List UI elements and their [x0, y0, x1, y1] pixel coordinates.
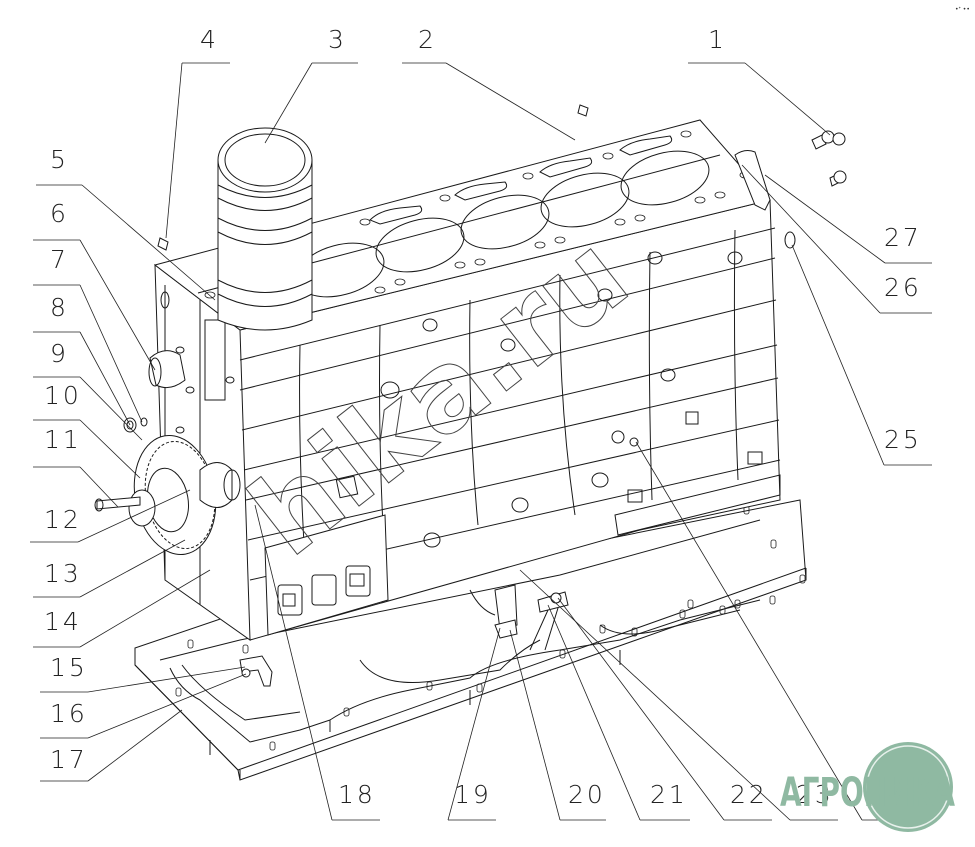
leader-line-7 — [79, 284, 143, 423]
leader-line-26 — [741, 164, 881, 314]
callout-label-13: 13 — [44, 559, 82, 588]
cylinder-liner — [217, 127, 313, 331]
leader-line-10 — [79, 419, 141, 479]
idler-gear — [94, 350, 241, 555]
callout-label-22: 22 — [730, 780, 768, 809]
bolts — [157, 104, 847, 687]
callout-label-15: 15 — [50, 653, 88, 682]
callout-label-25: 25 — [884, 425, 922, 454]
leader-line-18 — [254, 504, 333, 821]
callout-label-5: 5 — [50, 145, 69, 174]
callout-label-20: 20 — [568, 780, 606, 809]
callout-label-23: 23 — [796, 780, 834, 809]
callout-label-14: 14 — [44, 607, 82, 636]
callout-label-7: 7 — [50, 245, 69, 274]
leader-line-9 — [79, 376, 143, 441]
leader-line-2 — [445, 62, 576, 141]
leader-line-21 — [547, 604, 641, 821]
leader-line-8 — [79, 331, 131, 426]
callout-label-10: 10 — [44, 381, 82, 410]
leader-line-24 — [635, 441, 863, 821]
callout-label-19: 19 — [454, 780, 492, 809]
logo-ring — [866, 745, 950, 829]
callout-label-17: 17 — [50, 745, 88, 774]
callout-label-21: 21 — [650, 780, 688, 809]
callout-label-26: 26 — [884, 273, 922, 302]
logo-text: АГРОНИКА — [780, 770, 955, 816]
leader-line-14 — [79, 569, 211, 648]
leader-line-12 — [77, 489, 191, 543]
callout-label-2: 2 — [418, 25, 437, 54]
leader-line-17 — [87, 709, 183, 782]
callout-label-11: 11 — [44, 425, 82, 454]
leader-line-20 — [509, 629, 561, 821]
leader-line-23 — [519, 569, 791, 821]
leader-line-4 — [165, 62, 183, 239]
oil-pan-frame — [134, 499, 807, 781]
leader-lines — [30, 62, 932, 821]
leader-line-1 — [744, 62, 831, 136]
callout-label-3: 3 — [328, 25, 347, 54]
leader-line-19 — [447, 627, 501, 821]
callout-label-18: 18 — [338, 780, 376, 809]
callout-label-6: 6 — [50, 199, 69, 228]
leader-line-25 — [791, 244, 885, 466]
callout-label-27: 27 — [884, 223, 922, 252]
leader-line-16 — [87, 673, 247, 739]
agronika-logo: АГРОНИКА — [780, 742, 955, 832]
leader-line-5 — [81, 184, 216, 301]
leader-line-13 — [79, 539, 186, 598]
callout-label-8: 8 — [50, 293, 69, 322]
leader-line-3 — [264, 62, 313, 144]
leader-line-6 — [79, 239, 156, 371]
callout-label-12: 12 — [44, 505, 82, 534]
callout-label-9: 9 — [50, 339, 69, 368]
leader-line-22 — [557, 597, 725, 821]
callout-label-4: 4 — [200, 25, 219, 54]
leader-line-15 — [87, 666, 246, 693]
callout-label-1: 1 — [708, 25, 727, 54]
leader-line-27 — [764, 174, 886, 264]
callout-label-16: 16 — [50, 699, 88, 728]
leader-line-11 — [79, 466, 119, 508]
corner-mark: •ᐩ •• — [955, 6, 970, 13]
logo-circle — [863, 742, 953, 832]
